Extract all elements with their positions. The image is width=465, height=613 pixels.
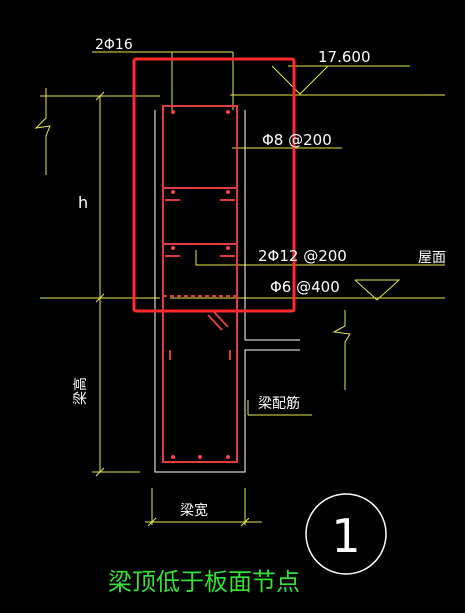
top-rebar-label: 2Φ16: [95, 37, 133, 53]
rebar-dots: [171, 110, 230, 459]
stirrup-upper-label: Φ8 @200: [262, 131, 332, 149]
roof-surface-label: 屋面: [418, 250, 446, 266]
dimension-lines: [34, 51, 445, 527]
beam-height-label: 梁高: [72, 377, 89, 405]
detail-number: 1: [331, 509, 360, 563]
concrete-outline: [154, 110, 300, 473]
top-elevation-label: 17.600: [318, 48, 371, 66]
beam-reinforcement-label: 梁配筋: [258, 395, 300, 412]
stirrup-cage: [162, 105, 238, 463]
detail-number-circle: [305, 493, 387, 575]
highlight-box: [132, 57, 296, 313]
side-bar-label: 2Φ12 @200: [258, 247, 347, 265]
h-symbol-label: h: [78, 193, 88, 212]
tie-bar-label: Φ6 @400: [270, 278, 340, 296]
beam-width-label: 梁宽: [180, 502, 208, 519]
drawing-caption: 梁顶低于板面节点: [108, 568, 300, 596]
